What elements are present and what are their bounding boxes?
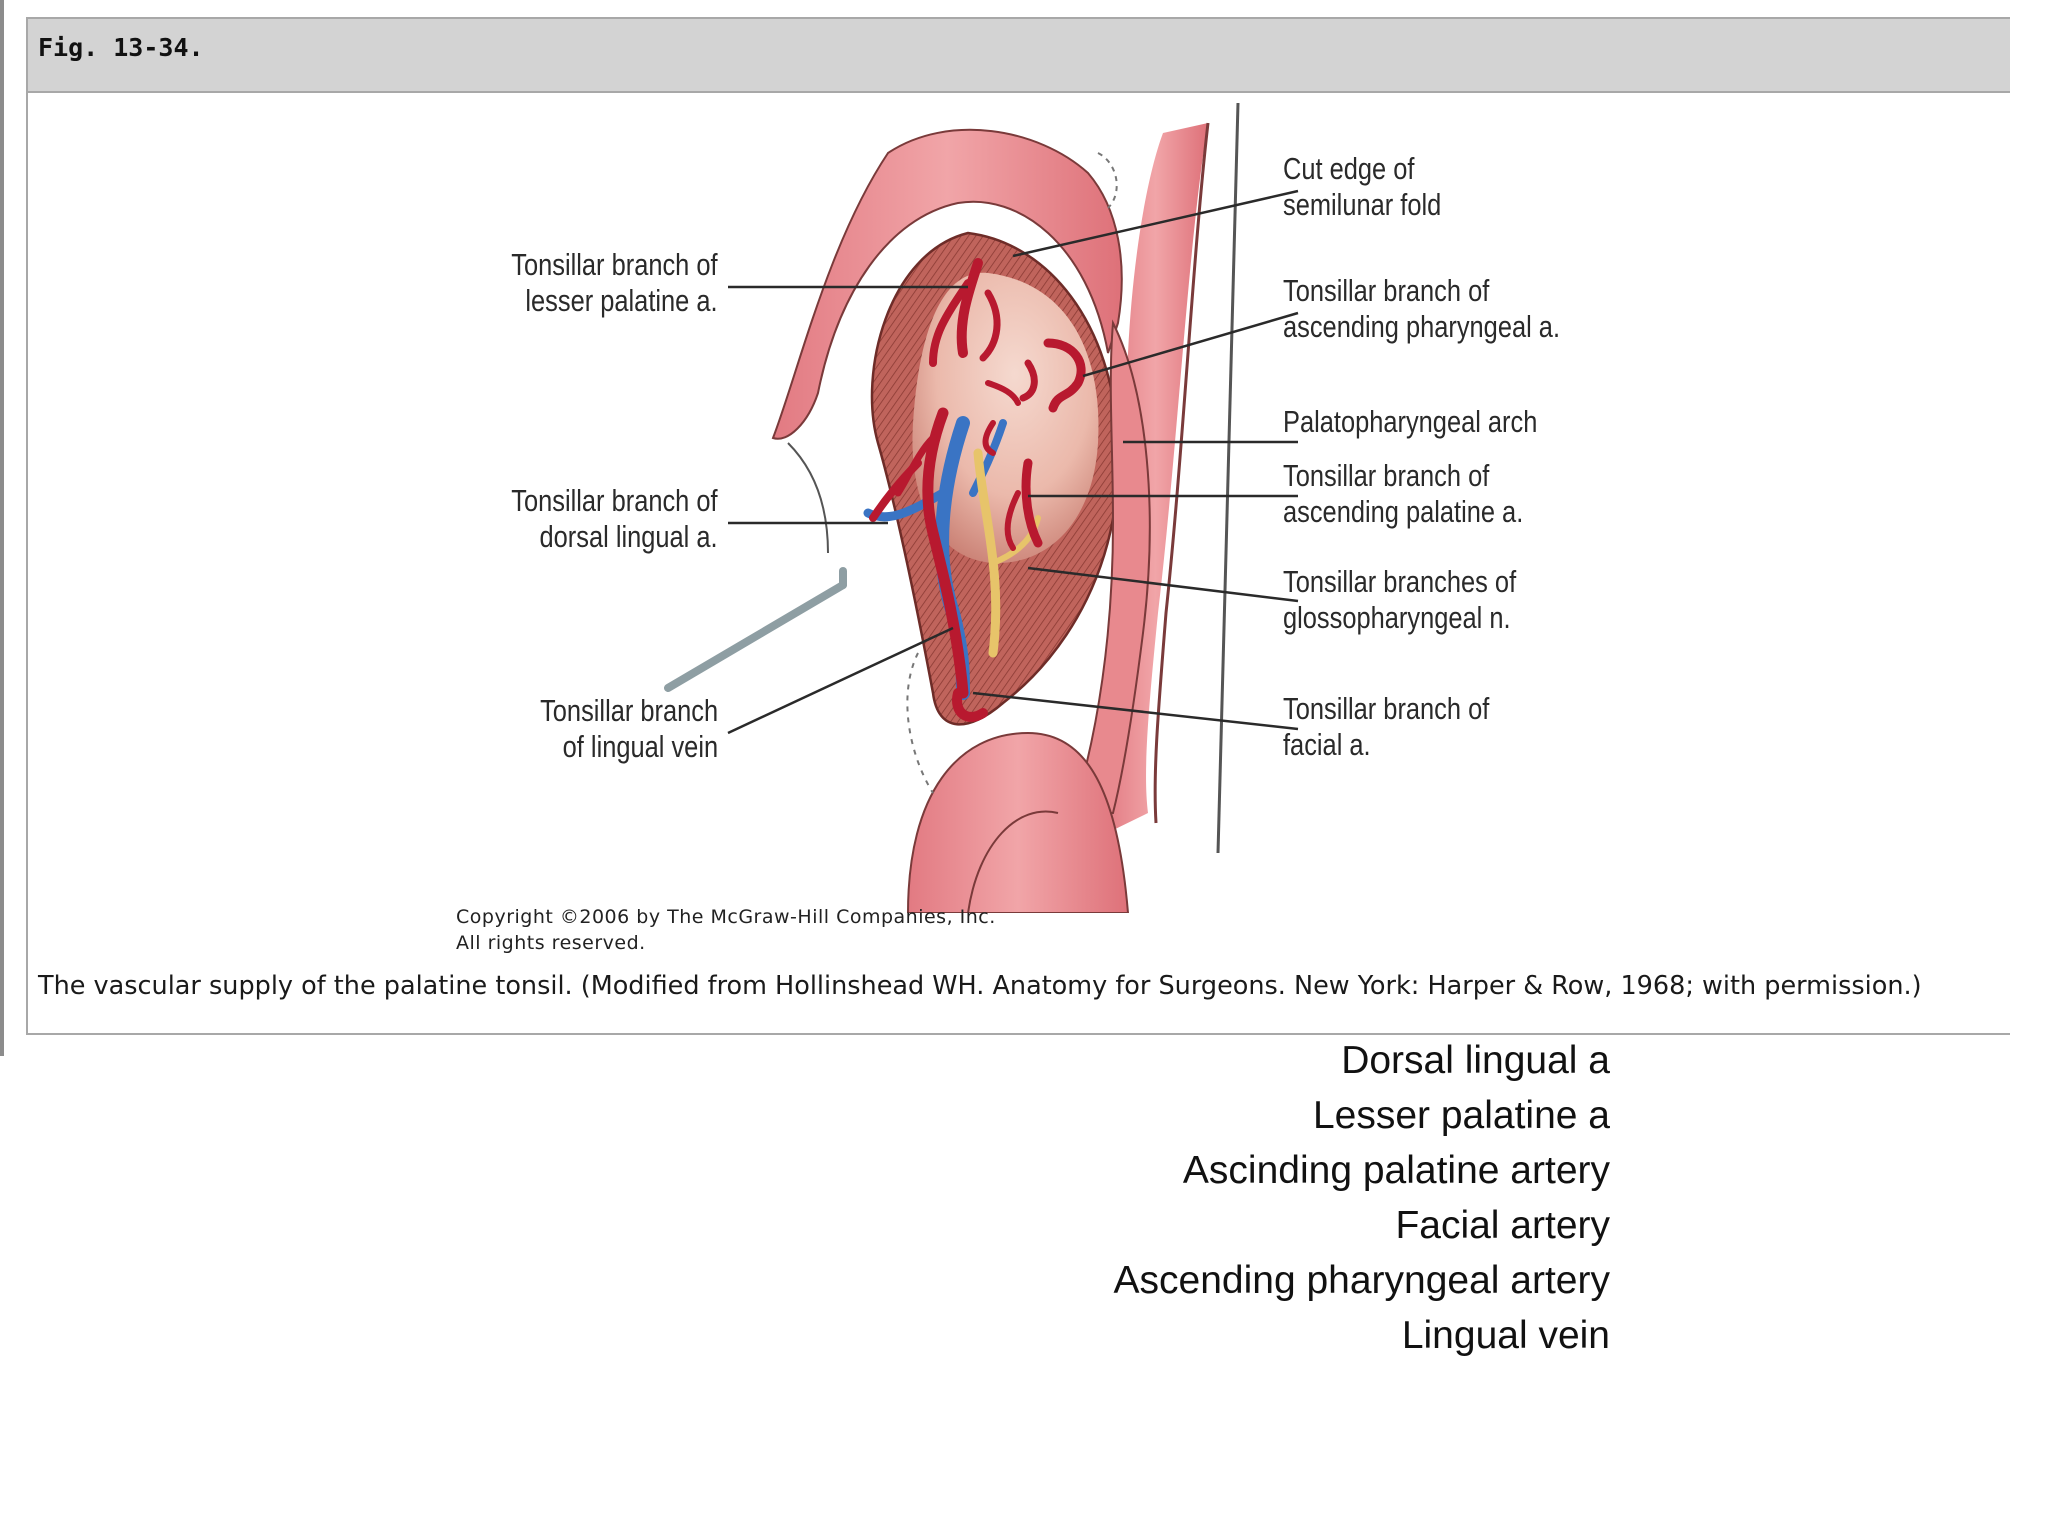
label-dorsal-lingual: Tonsillar branch of dorsal lingual a.	[511, 483, 718, 554]
nerve-branch	[990, 515, 1041, 566]
tongue-fold	[967, 810, 1059, 913]
tongue-base	[906, 731, 1130, 913]
posterior-wall-line	[1216, 102, 1240, 854]
answer-item: Ascending pharyngeal artery	[1113, 1259, 1610, 1302]
retractor-probe	[664, 581, 847, 692]
label-cut-edge: Cut edge of semilunar fold	[1283, 151, 1442, 222]
leader-lines	[727, 189, 1299, 735]
arteries	[869, 258, 1086, 722]
answer-item: Dorsal lingual a	[1341, 1039, 1610, 1082]
copyright-notice: Copyright ©2006 by The McGraw-Hill Compa…	[456, 906, 996, 954]
answer-list: Dorsal lingual a Lesser palatine a Ascin…	[1114, 1033, 1610, 1363]
label-ascending-pharyngeal: Tonsillar branch of ascending pharyngeal…	[1283, 273, 1561, 344]
glossopharyngeal-nerve	[973, 448, 1001, 658]
label-glossopharyngeal: Tonsillar branches of glossopharyngeal n…	[1283, 564, 1517, 635]
left-contour	[787, 442, 829, 554]
label-lesser-palatine: Tonsillar branch of lesser palatine a.	[511, 247, 718, 318]
answer-item: Lesser palatine a	[1312, 1094, 1610, 1137]
figure-header: Fig. 13-34.	[28, 19, 2010, 93]
answer-item: Ascinding palatine artery	[1182, 1149, 1610, 1192]
dashed-outline-lower	[906, 652, 934, 794]
tonsil-illustration	[664, 102, 1299, 913]
vein-branch-2	[969, 419, 1007, 497]
figure-panel: Fig. 13-34.	[26, 17, 2010, 1035]
soft-palate	[771, 128, 1123, 440]
label-palatopharyngeal-arch: Palatopharyngeal arch	[1283, 404, 1538, 439]
figure-number: Fig. 13-34.	[38, 33, 204, 62]
label-ascending-palatine: Tonsillar branch of ascending palatine a…	[1283, 458, 1524, 529]
pharyngeal-wall-edge	[1153, 122, 1210, 824]
label-lingual-vein: Tonsillar branch of lingual vein	[539, 693, 718, 764]
dashed-outline-upper	[1097, 152, 1118, 209]
answer-item: Lingual vein	[1401, 1314, 1610, 1357]
page-left-rule	[0, 0, 4, 1056]
answer-item: Facial artery	[1395, 1204, 1610, 1247]
label-facial: Tonsillar branch of facial a.	[1283, 691, 1490, 762]
figure-caption: The vascular supply of the palatine tons…	[38, 971, 1922, 1001]
